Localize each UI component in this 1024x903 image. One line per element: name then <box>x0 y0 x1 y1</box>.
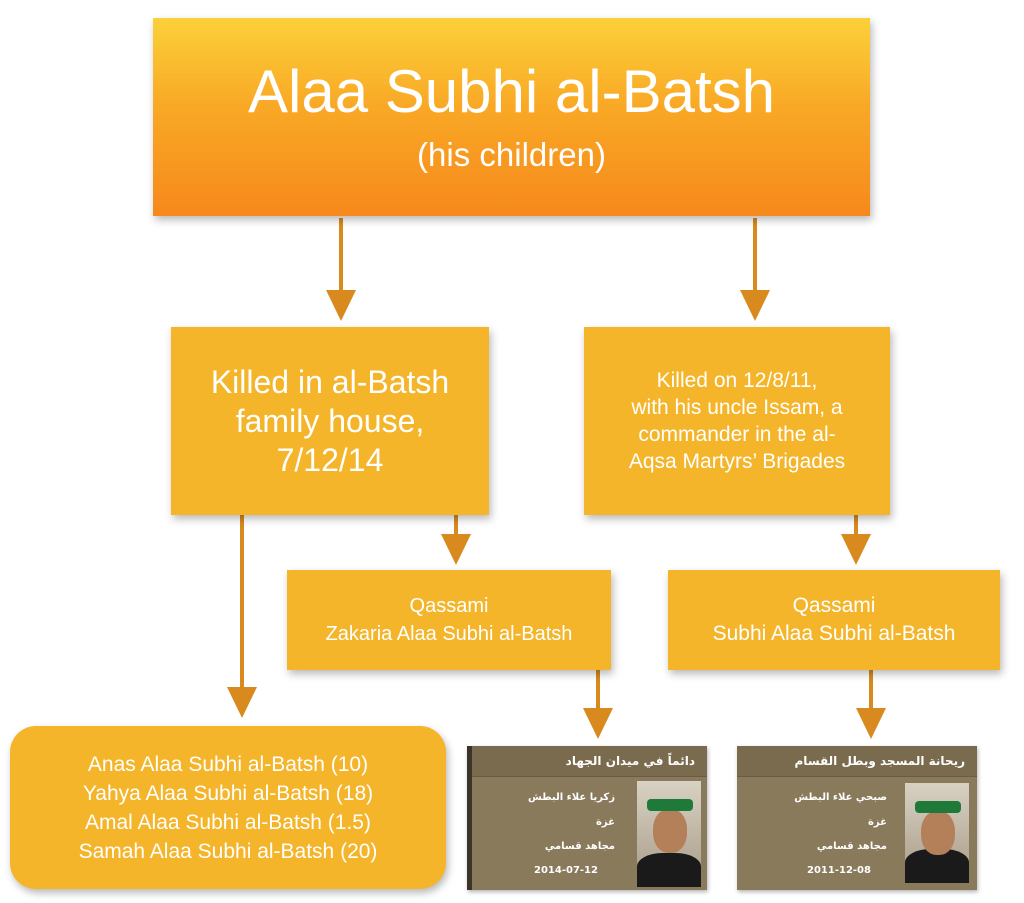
portrait-photo <box>637 781 701 887</box>
card-header: ريحانة المسجد وبطل القسام <box>737 746 977 777</box>
arrow-title-to-right-head <box>740 290 770 321</box>
arrow-title-to-left-shaft <box>339 218 343 292</box>
card-header: دائماً في ميدان الجهاد <box>472 746 707 777</box>
left-branch-line: 7/12/14 <box>276 441 384 478</box>
card-city: غزة <box>868 817 887 828</box>
title-box: Alaa Subhi al-Batsh (his children) <box>153 18 870 216</box>
arrow-zakaria-to-card-shaft <box>596 658 600 710</box>
card-city: غزة <box>596 817 615 828</box>
children-box: Anas Alaa Subhi al-Batsh (10) Yahya Alaa… <box>10 726 446 889</box>
subhi-box: Qassami Subhi Alaa Subhi al-Batsh <box>668 570 1000 670</box>
card-date: 2011-12-08 <box>807 865 871 876</box>
card-role: مجاهد قسامي <box>544 841 615 852</box>
zakaria-line: Zakaria Alaa Subhi al-Batsh <box>325 623 573 645</box>
title-name: Alaa Subhi al-Batsh <box>248 58 775 125</box>
card-header-text: ريحانة المسجد وبطل القسام <box>794 754 965 768</box>
arrow-left-to-children-head <box>227 687 257 718</box>
child-name: Amal Alaa Subhi al-Batsh (1.5) <box>85 810 371 834</box>
right-branch-box: Killed on 12/8/11, with his uncle Issam,… <box>584 327 890 515</box>
arrow-left-to-zakaria-head <box>441 534 471 565</box>
arrow-subhi-to-card-shaft <box>869 658 873 710</box>
arrow-right-to-subhi-shaft <box>854 496 858 536</box>
card-subhi: ريحانة المسجد وبطل القسام صبحي علاء البط… <box>737 746 977 890</box>
card-name: زكريا علاء البطش <box>528 792 615 803</box>
card-date: 2014-07-12 <box>534 865 598 876</box>
arrow-right-to-subhi-head <box>841 534 871 565</box>
arrow-left-to-children-shaft <box>240 493 244 689</box>
right-branch-line: Killed on 12/8/11, <box>656 369 818 392</box>
arrow-zakaria-to-card-head <box>583 708 613 739</box>
card-name: صبحي علاء البطش <box>794 792 887 803</box>
left-branch-line: family house, <box>235 402 425 439</box>
child-name: Yahya Alaa Subhi al-Batsh (18) <box>82 781 374 805</box>
title-subtitle: (his children) <box>417 136 606 173</box>
zakaria-line: Qassami <box>409 595 489 617</box>
zakaria-box: Qassami Zakaria Alaa Subhi al-Batsh <box>287 570 611 670</box>
card-zakaria: دائماً في ميدان الجهاد زكريا علاء البطش … <box>467 746 707 890</box>
arrow-title-to-left-head <box>326 290 356 321</box>
child-name: Anas Alaa Subhi al-Batsh (10) <box>87 752 369 776</box>
left-branch-line: Killed in al-Batsh <box>210 363 450 400</box>
left-branch-box: Killed in al-Batsh family house, 7/12/14 <box>171 327 489 515</box>
card-role: مجاهد قسامي <box>816 841 887 852</box>
arrow-left-to-zakaria-shaft <box>454 496 458 536</box>
subhi-line: Subhi Alaa Subhi al-Batsh <box>712 622 956 645</box>
right-branch-line: with his uncle Issam, a <box>631 396 843 419</box>
subhi-line: Qassami <box>792 594 876 617</box>
right-branch-line: commander in the al- <box>638 423 836 446</box>
right-branch-line: Aqsa Martyrs’ Brigades <box>628 450 846 473</box>
child-name: Samah Alaa Subhi al-Batsh (20) <box>78 839 378 863</box>
card-header-text: دائماً في ميدان الجهاد <box>565 754 695 768</box>
arrow-title-to-right-shaft <box>753 218 757 292</box>
arrow-subhi-to-card-head <box>856 708 886 739</box>
portrait-photo <box>905 783 969 883</box>
